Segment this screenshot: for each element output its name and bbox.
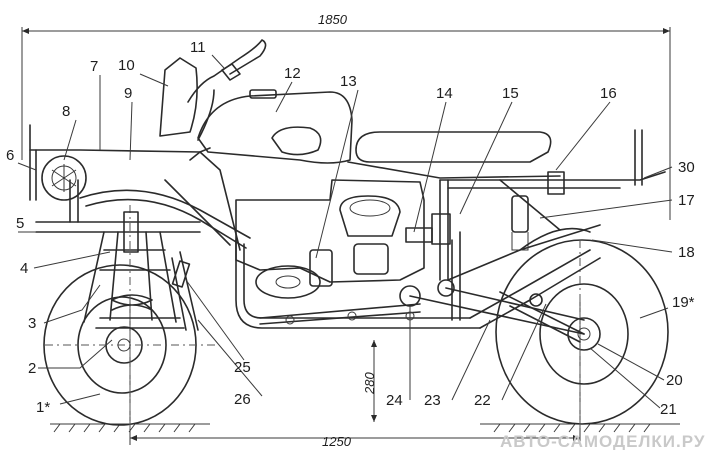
- callout-8: 8: [62, 103, 70, 120]
- front-suspension: [83, 211, 199, 331]
- callout-labels: 1* 2 3 4 5 6 7 8 9 10 11 12 13 14 15 16 …: [6, 39, 695, 418]
- ground-clearance-value: 280: [362, 372, 377, 395]
- overall-length-value: 1850: [318, 12, 348, 27]
- callout-9: 9: [124, 85, 132, 102]
- callout-26: 26: [234, 391, 251, 408]
- watermark: АВТО-САМОДЕЛКИ.РУ: [500, 432, 705, 450]
- callout-22: 22: [474, 392, 491, 409]
- front-rack: [29, 124, 201, 233]
- dimension-overall-length: 1850: [21, 12, 671, 220]
- callout-12: 12: [284, 65, 301, 82]
- callout-18: 18: [678, 244, 695, 261]
- callout-14: 14: [436, 85, 453, 102]
- handlebar: [187, 39, 267, 141]
- callout-24: 24: [386, 392, 403, 409]
- callout-21: 21: [660, 401, 677, 418]
- callout-6: 6: [6, 147, 14, 164]
- callout-23: 23: [424, 392, 441, 409]
- callout-1: 1*: [36, 399, 50, 416]
- callout-leaders: [17, 54, 673, 409]
- callout-4: 4: [20, 260, 28, 277]
- windshield: [159, 57, 198, 137]
- callout-17: 17: [678, 192, 695, 209]
- callout-2: 2: [28, 360, 36, 377]
- fuel-tank: [197, 89, 353, 164]
- callout-5: 5: [16, 215, 24, 232]
- callout-13: 13: [340, 73, 357, 90]
- callout-16: 16: [600, 85, 617, 102]
- engine: [235, 179, 451, 299]
- callout-25: 25: [234, 359, 251, 376]
- callout-7: 7: [90, 58, 98, 75]
- seat: [347, 131, 561, 179]
- exhaust-and-drive: [259, 279, 585, 335]
- ground-line: [50, 423, 680, 433]
- wheelbase-value: 1250: [322, 434, 352, 449]
- callout-20: 20: [666, 372, 683, 389]
- rear-wheel: [495, 239, 669, 430]
- callout-11: 11: [190, 39, 206, 56]
- callout-30: 30: [678, 159, 695, 176]
- callout-3: 3: [28, 315, 36, 332]
- callout-15: 15: [502, 85, 519, 102]
- callout-10: 10: [118, 57, 135, 74]
- dimension-ground-clearance: 280: [362, 340, 377, 422]
- callout-19: 19*: [672, 294, 695, 311]
